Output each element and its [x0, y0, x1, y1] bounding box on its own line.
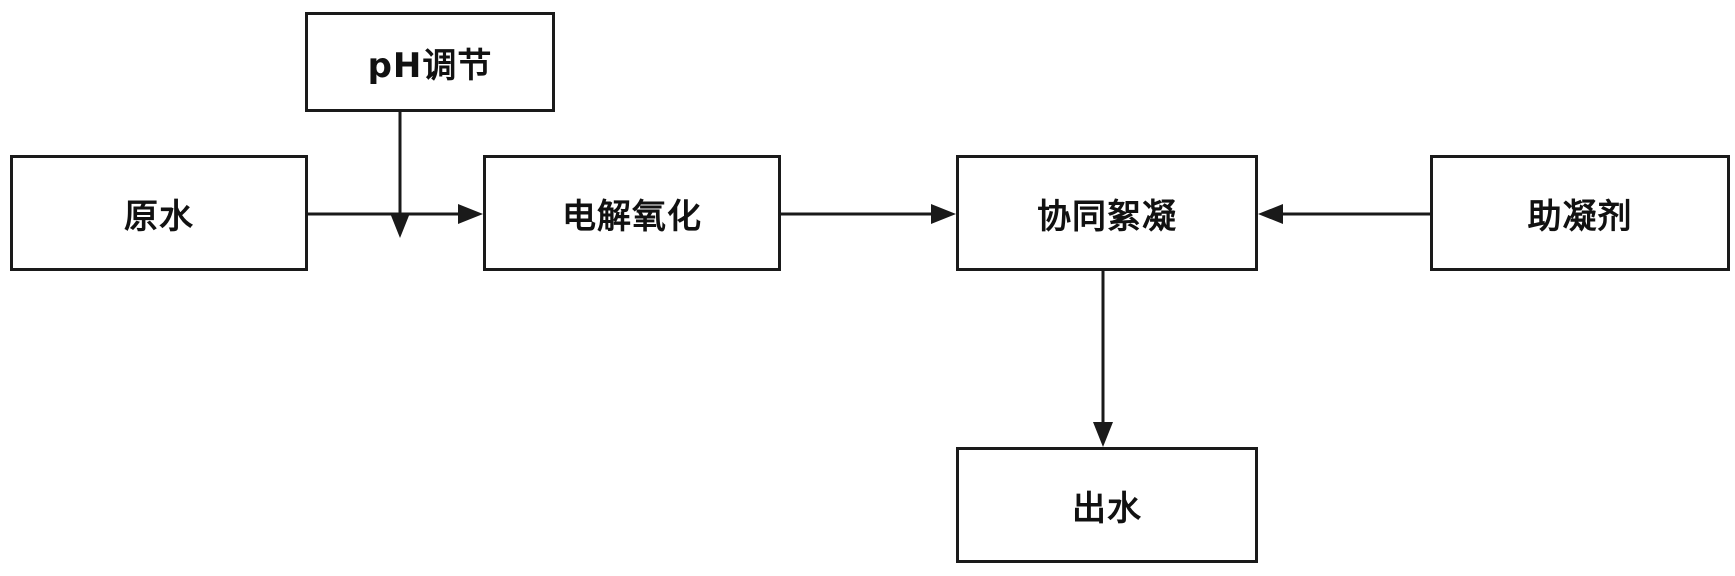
node-electrolytic-oxidation-label: 电解氧化: [562, 196, 702, 237]
node-co-coagulation-label: 协同絮凝: [1037, 196, 1177, 237]
node-effluent: 出水: [956, 447, 1258, 563]
arrowhead-effluent-icon: [1093, 422, 1113, 447]
arrowhead-aid-icon: [1258, 204, 1283, 224]
node-coagulant-aid: 助凝剂: [1430, 155, 1730, 271]
node-ph-adjust-label: pH调节: [367, 45, 493, 86]
node-raw-water-label: 原水: [124, 196, 194, 237]
node-raw-water: 原水: [10, 155, 308, 271]
node-electrolytic-oxidation: 电解氧化: [483, 155, 781, 271]
arrowhead-electrolysis-icon: [458, 204, 483, 224]
arrowhead-ph-icon: [390, 213, 410, 238]
node-co-coagulation: 协同絮凝: [956, 155, 1258, 271]
arrowhead-coagulation-icon: [931, 204, 956, 224]
node-coagulant-aid-label: 助凝剂: [1527, 196, 1633, 237]
node-ph-adjust: pH调节: [305, 12, 555, 112]
node-effluent-label: 出水: [1072, 488, 1142, 529]
